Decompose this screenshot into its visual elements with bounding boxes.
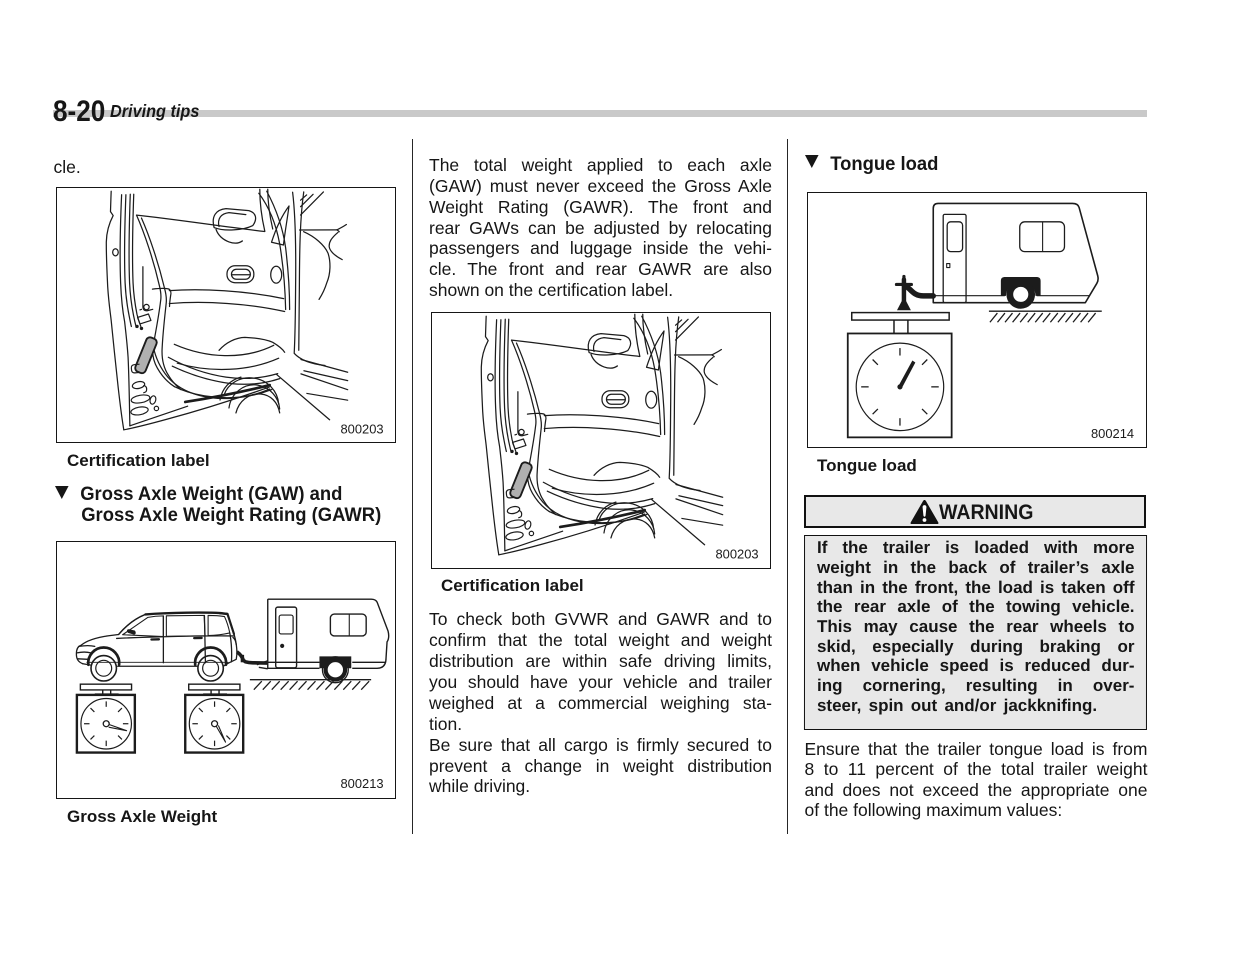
svg-text:800214: 800214 (1090, 426, 1133, 441)
svg-text:800203: 800203 (715, 546, 758, 561)
svg-text:800203: 800203 (340, 421, 383, 436)
svg-text:800213: 800213 (340, 776, 383, 791)
